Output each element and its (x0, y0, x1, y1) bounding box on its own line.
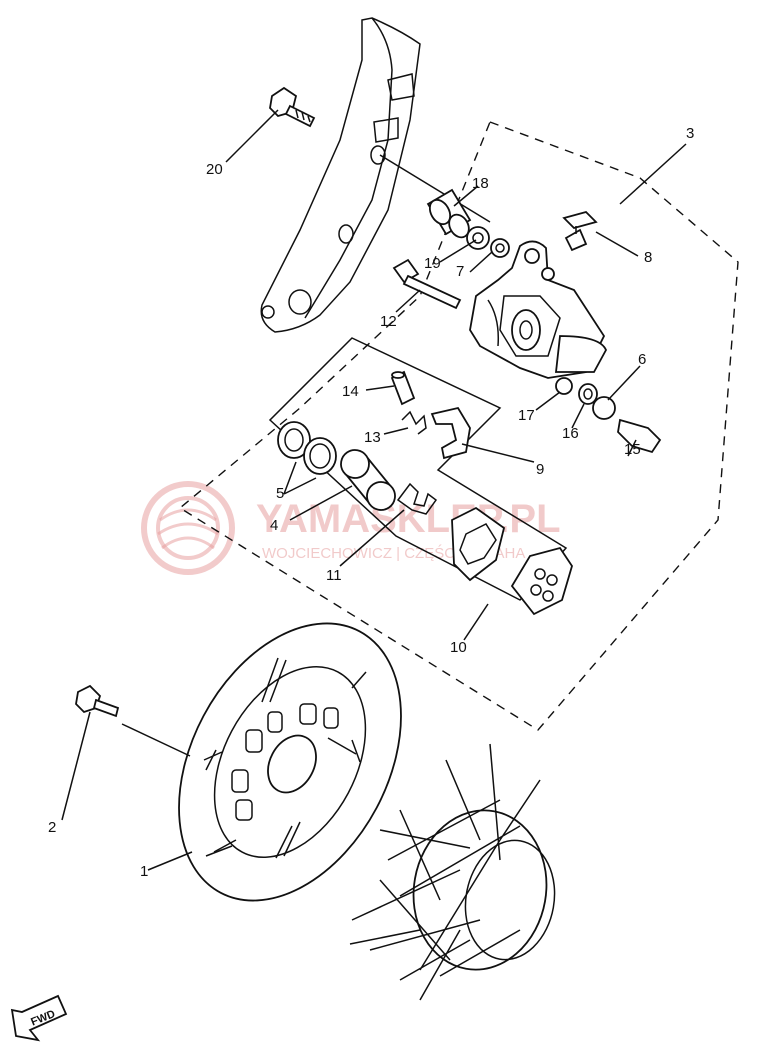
brake-disc-1 (178, 622, 402, 902)
piston-4 (340, 449, 396, 511)
slide-pin-18 (379, 154, 491, 239)
callout-17: 17 (518, 407, 535, 424)
seals-5 (277, 421, 337, 475)
callout-5: 5 (276, 485, 284, 502)
fork-leg (260, 17, 421, 333)
callout-8: 8 (644, 249, 652, 266)
caliper-body (469, 240, 607, 379)
callout-18: 18 (472, 175, 489, 192)
bleeder-8 (562, 210, 598, 252)
callout-16: 16 (562, 425, 579, 442)
callout-4: 4 (270, 517, 278, 534)
spring-13 (401, 410, 427, 435)
bolt-20 (269, 86, 316, 128)
support-9 (430, 406, 471, 460)
callout-3: 3 (686, 125, 694, 142)
callout-7: 7 (456, 263, 464, 280)
callout-6: 6 (638, 351, 646, 368)
callout-13: 13 (364, 429, 381, 446)
callout-labels: 1 2 3 4 5 6 7 8 9 10 11 12 13 14 15 16 1… (48, 125, 694, 880)
callout-9: 9 (536, 461, 544, 478)
brake-pads-10 (451, 506, 573, 616)
bolt-2 (75, 684, 120, 718)
parts-17-16-6-15 (555, 377, 662, 454)
callout-14: 14 (342, 383, 359, 400)
wheel-hub (349, 743, 556, 1001)
watermark-brand: YAMASKLEP.PL (256, 497, 561, 541)
fwd-direction-badge: FWD (10, 994, 68, 1042)
callout-2: 2 (48, 819, 56, 836)
pin-12 (392, 258, 462, 310)
clip-11 (396, 482, 438, 515)
callout-20: 20 (206, 161, 223, 178)
pin-14 (390, 370, 416, 406)
callout-11: 11 (326, 567, 342, 584)
callout-12: 12 (380, 313, 397, 330)
leader-lines (61, 109, 687, 871)
callout-1: 1 (140, 863, 148, 880)
callout-10: 10 (450, 639, 467, 656)
callout-15: 15 (624, 441, 641, 458)
rings-19-7 (466, 226, 510, 258)
callout-19: 19 (424, 255, 441, 272)
